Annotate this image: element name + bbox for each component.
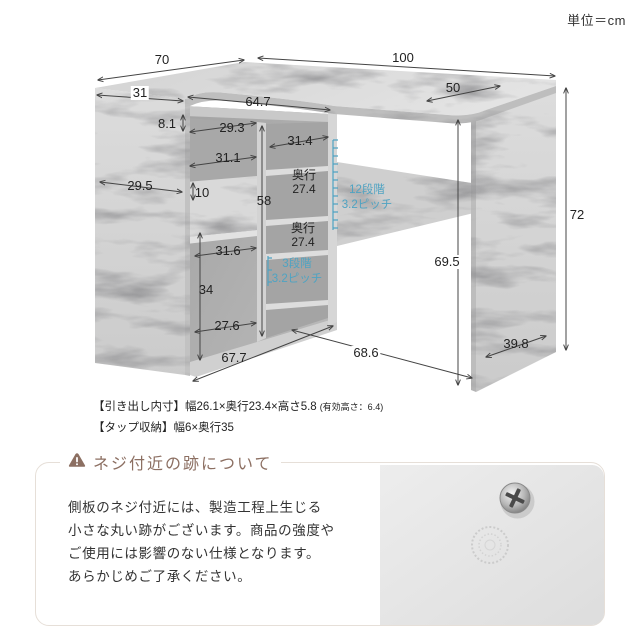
dim-label-drawer-height: 10 xyxy=(194,185,210,200)
dim-label-cabinet-outer-depth: 67.7 xyxy=(221,350,247,365)
dim-line-lower-bay-depth xyxy=(195,248,256,256)
desk-diagram xyxy=(95,0,640,392)
notice-line: ご使用には影響のない仕様となります。 xyxy=(68,546,321,561)
dim-label-top-clearance: 8.1 xyxy=(157,116,177,131)
dim-line-left-wing-depth xyxy=(98,60,244,80)
spec-outlet-storage: 【タップ収納】幅6×奥行35 xyxy=(93,420,234,436)
dim-line-side-panel-depth xyxy=(100,182,182,192)
shelf xyxy=(266,250,328,260)
tabletop-edge xyxy=(185,86,556,124)
dim-label-drawer-space-depth: 29.3 xyxy=(219,120,245,135)
spec-drawer-inner-size: 【引き出し内寸】幅26.1×奥行23.4×高さ5.8(有効高さ：6.4) xyxy=(93,399,383,415)
dim-label-depth-word: 奥行 xyxy=(291,168,317,182)
dim-line-drawer-depth xyxy=(190,157,256,166)
dim-line-knee-width xyxy=(292,330,472,378)
shelf-adjust-pitch: 3.2ピッチ xyxy=(341,199,393,211)
dim-label-knee-height: 69.5 xyxy=(432,254,462,269)
modesty-panel xyxy=(337,162,478,246)
shelf-adjust-steps: 3段階 xyxy=(282,258,312,270)
dim-label-lower-bay-depth: 31.6 xyxy=(215,243,241,258)
dim-label-shelf-inner-depth-lower: 奥行 27.4 xyxy=(291,221,315,249)
right-leg-edge xyxy=(471,116,476,392)
dim-label-lower-bay-height: 34 xyxy=(198,282,214,297)
screw-mark-photo xyxy=(380,465,604,625)
dim-label-cabinet-height: 58 xyxy=(256,193,272,208)
dim-label-shelf-inner-depth-upper: 奥行 27.4 xyxy=(292,168,316,196)
dim-label-depth-value: 27.4 xyxy=(291,235,315,249)
dim-label-depth-word: 奥行 xyxy=(290,221,316,235)
notice-line: あらかじめご了承ください。 xyxy=(68,569,252,584)
drawer-shelf xyxy=(186,230,257,244)
dim-line-cabinet-inner-depth xyxy=(188,97,330,110)
dim-line-shelf-depth-upper xyxy=(270,137,328,147)
dim-label-right-leg-depth: 39.8 xyxy=(503,336,529,351)
right-leg-panel xyxy=(476,92,556,392)
dim-label-desk-height: 72 xyxy=(567,207,587,222)
shelf-adjust-label-upper: 12段階 3.2ピッチ xyxy=(342,183,393,213)
shelf-adjust-brackets xyxy=(267,139,338,286)
left-end-panel-edge xyxy=(185,99,190,376)
unit-label: 単位＝cm xyxy=(567,13,626,28)
shelf-adjust-bracket-lower xyxy=(267,256,272,286)
left-end-panel xyxy=(95,88,185,375)
dim-label-cabinet-inner-depth: 64.7 xyxy=(245,94,271,109)
shelf xyxy=(266,300,328,310)
shelf xyxy=(266,166,328,176)
dim-label-knee-width: 68.6 xyxy=(351,345,381,360)
dim-label-side-panel-depth: 29.5 xyxy=(127,178,153,193)
dim-label-shelf-depth-upper: 31.4 xyxy=(287,133,313,148)
shelf-adjust-label-lower: 3段階 3.2ピッチ xyxy=(272,257,323,287)
cabinet-right-bays xyxy=(266,122,328,338)
notice-body: 側板のネジ付近には、製造工程上生じる 小さな丸い跡がございます。商品の強度や ご… xyxy=(68,496,335,588)
dim-label-bottom-bay-depth: 27.6 xyxy=(214,318,240,333)
round-mark xyxy=(471,526,509,564)
spec-text: 【タップ収納】幅6×奥行35 xyxy=(93,422,234,434)
shelf xyxy=(266,216,328,226)
dim-label-left-wing-depth: 70 xyxy=(152,52,172,67)
drawer-front xyxy=(186,176,257,237)
dim-label-desk-width: 100 xyxy=(390,50,416,65)
warning-icon xyxy=(68,452,86,473)
notice-line: 側板のネジ付近には、製造工程上生じる xyxy=(68,500,322,515)
shelf-adjust-bracket-upper xyxy=(332,139,338,230)
notice-heading: ネジ付近の跡について xyxy=(60,451,281,473)
notice-box: ネジ付近の跡について 側板のネジ付近には、製造工程上生じる 小さな丸い跡がござい… xyxy=(35,451,605,626)
dim-label-right-end-depth: 50 xyxy=(445,80,461,95)
spec-text: 【引き出し内寸】幅26.1×奥行23.4×高さ5.8 xyxy=(93,401,317,413)
shelf-adjust-steps: 12段階 xyxy=(349,184,385,196)
desk-panels-back xyxy=(337,92,556,392)
dim-label-left-wing-width: 31 xyxy=(130,85,150,100)
dim-label-depth-value: 27.4 xyxy=(292,182,316,196)
shelf-adjust-pitch: 3.2ピッチ xyxy=(271,273,323,285)
dim-line-right-leg-depth xyxy=(486,336,546,357)
dim-label-drawer-depth: 31.1 xyxy=(215,150,241,165)
notice-line: 小さな丸い跡がございます。商品の強度や xyxy=(68,523,335,538)
dim-line-right-end-depth xyxy=(427,86,500,101)
screw-icon xyxy=(499,482,535,519)
spec-note: (有効高さ：6.4) xyxy=(319,402,384,412)
notice-title: ネジ付近の跡について xyxy=(93,456,273,473)
dimension-lines xyxy=(97,58,566,385)
dim-line-drawer-space-depth xyxy=(190,123,256,132)
dim-line-desk-width xyxy=(258,58,555,76)
